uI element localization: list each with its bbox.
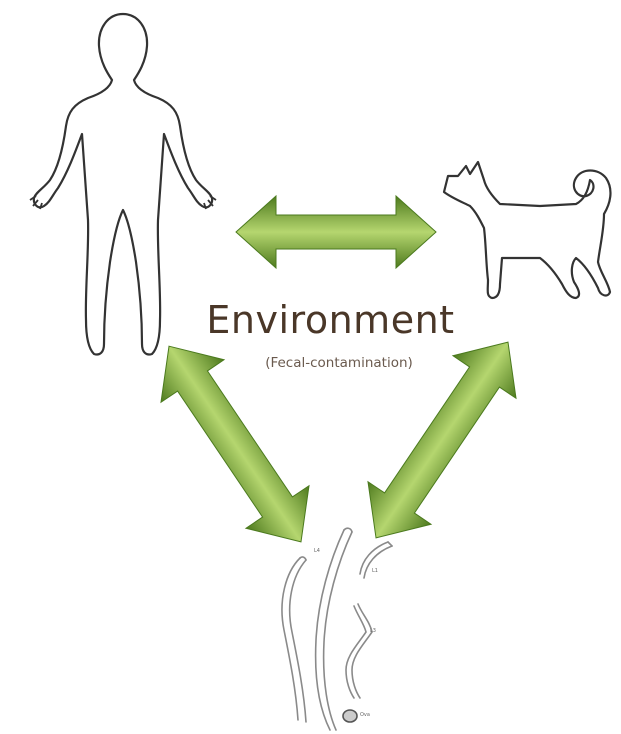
svg-text:L1: L1 [372, 568, 378, 574]
svg-text:L4: L4 [314, 548, 320, 554]
parasite-larvae-icon: L4 L1 L3 Ova [282, 528, 392, 730]
environment-subtitle: (Fecal-contamination) [0, 355, 621, 371]
arrow-human-dog [236, 196, 436, 268]
environment-title: Environment [0, 298, 621, 342]
dog-silhouette-icon [444, 162, 610, 298]
svg-text:Ova: Ova [360, 712, 370, 718]
svg-text:L3: L3 [370, 628, 376, 634]
